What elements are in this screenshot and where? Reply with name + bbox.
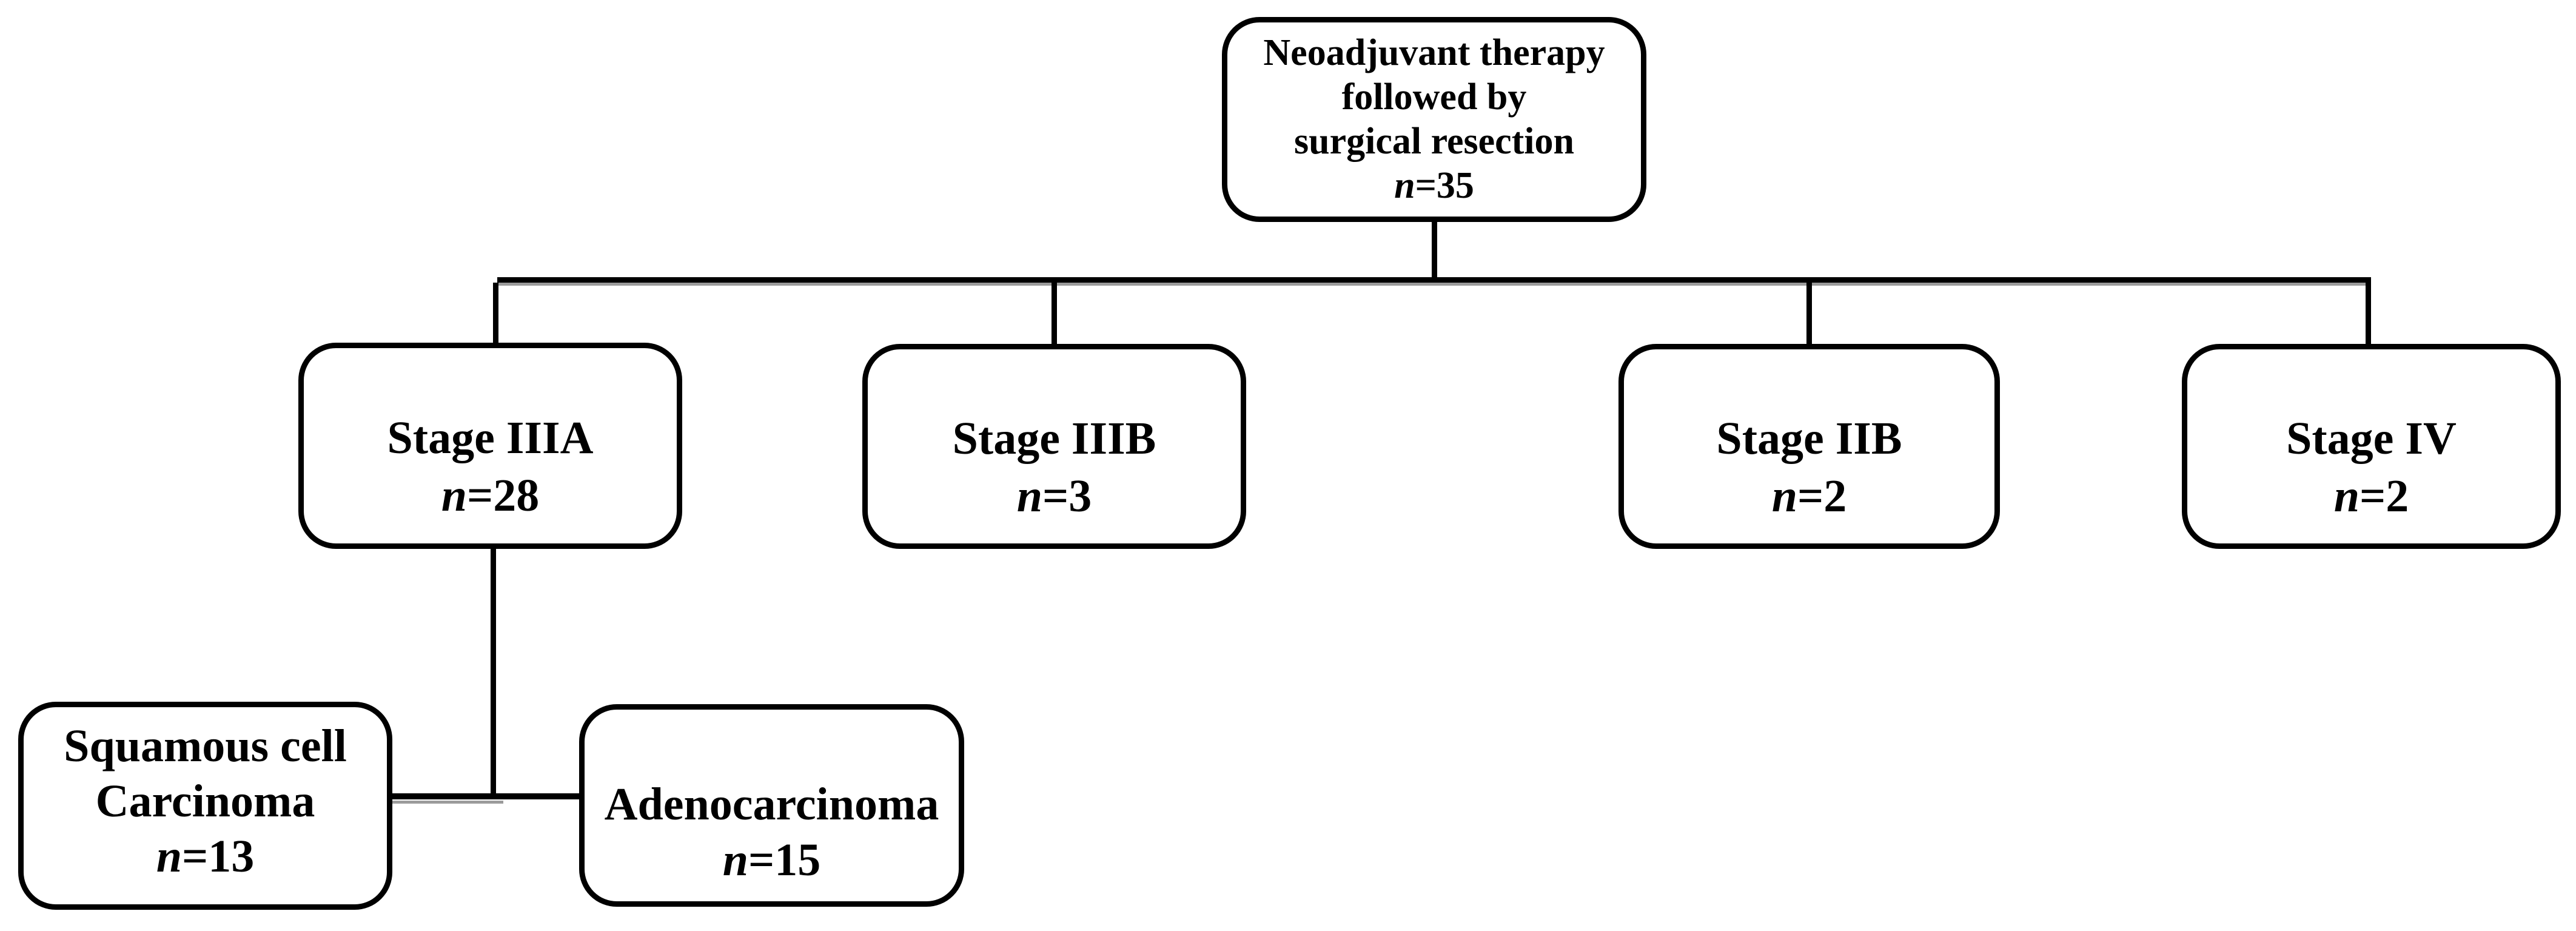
node-count-label: n=3 (1017, 468, 1092, 525)
node-text-line: Squamous cell (64, 721, 347, 771)
connector-root-stub (1432, 220, 1437, 280)
node-title: Stage IIB (1716, 413, 1902, 464)
n-symbol: n (722, 835, 748, 886)
node-count-label: n=35 (1394, 164, 1474, 208)
connector-stub-stage-iib (1806, 283, 1812, 345)
n-symbol: n (1394, 165, 1415, 206)
node-title: Adenocarcinoma (604, 779, 939, 830)
node-count-label: n=15 (723, 832, 821, 888)
node-count-label: n=2 (2334, 468, 2409, 525)
n-count: =28 (466, 470, 540, 521)
node-text-line: surgical resection (1293, 121, 1575, 162)
node-title: Stage IIIA (387, 412, 594, 463)
connector-stage-iiia-down (491, 546, 496, 799)
node-count-label: n=28 (441, 467, 540, 525)
node-stage-iv: Stage IV n=2 (2182, 344, 2561, 549)
n-symbol: n (2333, 471, 2360, 522)
node-squamous-cell-carcinoma: Squamous cell Carcinoma n=13 (18, 702, 392, 910)
n-count: =2 (2359, 471, 2409, 522)
n-count: =15 (748, 835, 821, 886)
n-symbol: n (1016, 471, 1042, 522)
connector-main-horizontal (497, 277, 2371, 283)
n-symbol: n (156, 831, 182, 882)
n-count: =35 (1415, 165, 1474, 206)
connector-stub-stage-iiib (1052, 283, 1057, 345)
node-stage-iiib: Stage IIIB n=3 (862, 344, 1246, 549)
node-count-label: n=2 (1772, 468, 1847, 525)
node-text-line: Carcinoma (95, 776, 315, 827)
connector-stub-stage-iv (2366, 283, 2371, 345)
node-text-line: Neoadjuvant therapy (1263, 32, 1605, 73)
connector-stub-stage-iiia (493, 283, 498, 344)
n-symbol: n (1771, 471, 1797, 522)
n-count: =13 (181, 831, 255, 882)
connector-main-horizontal-shadow (497, 283, 2371, 286)
node-count-label: n=13 (156, 829, 255, 884)
node-stage-iib: Stage IIB n=2 (1618, 344, 2000, 549)
node-adenocarcinoma: Adenocarcinoma n=15 (579, 704, 964, 907)
n-count: =3 (1042, 471, 1092, 522)
node-text-line: followed by (1341, 76, 1527, 118)
node-title: Stage IV (2286, 413, 2457, 464)
connector-histology-horizontal-shadow (391, 801, 503, 804)
n-symbol: n (441, 470, 467, 521)
node-stage-iiia: Stage IIIA n=28 (298, 343, 682, 549)
connector-histology-horizontal (391, 793, 582, 799)
n-count: =2 (1797, 471, 1847, 522)
node-neoadjuvant-therapy: Neoadjuvant therapy followed by surgical… (1222, 17, 1646, 222)
node-title: Stage IIIB (952, 413, 1156, 464)
